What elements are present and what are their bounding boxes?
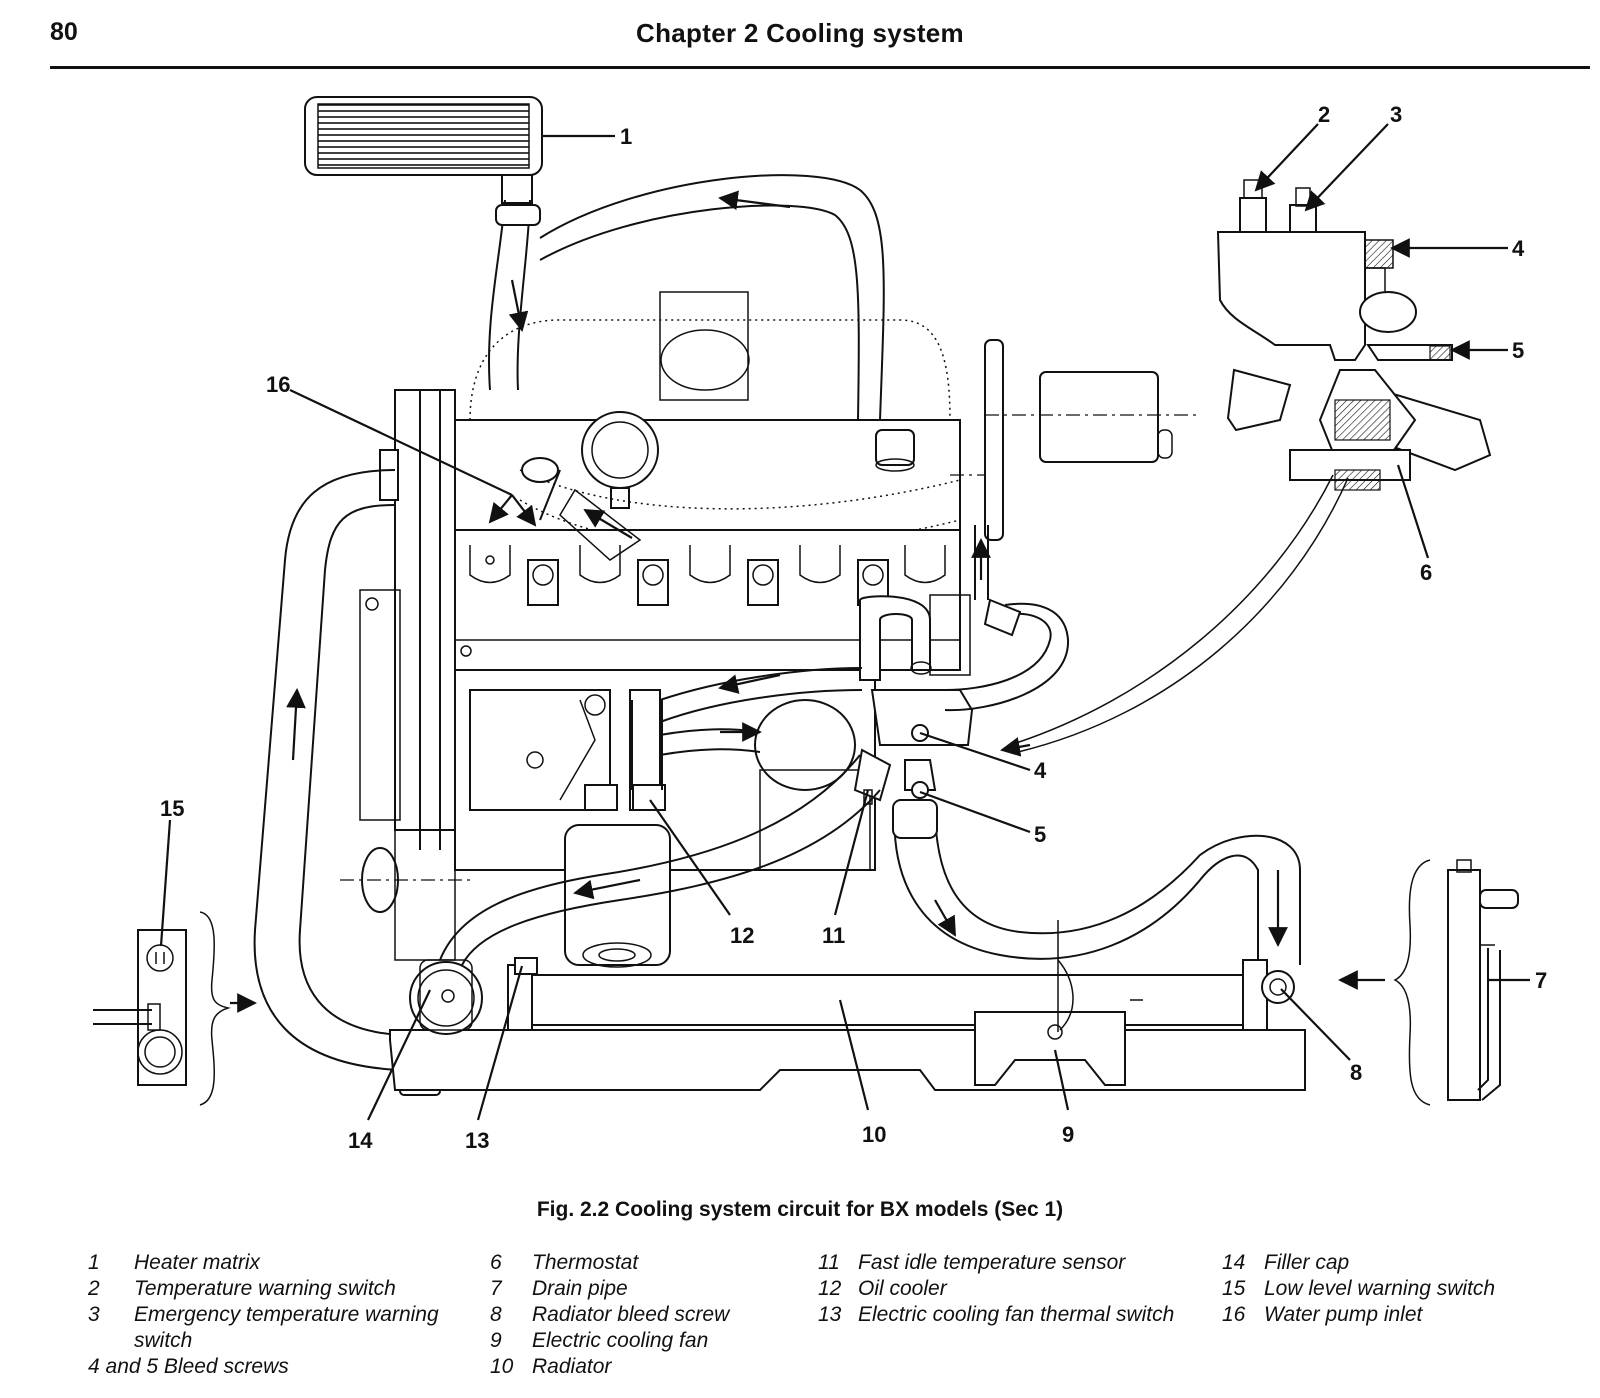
page-number: 80 bbox=[50, 18, 78, 46]
thermostat-detail bbox=[1000, 179, 1492, 757]
radiator bbox=[389, 957, 1306, 1091]
heater-matrix bbox=[304, 96, 543, 204]
legend-item: 4 and 5 Bleed screws bbox=[88, 1355, 289, 1378]
callout-14: 14 bbox=[348, 1128, 373, 1153]
engine-block bbox=[340, 291, 1200, 968]
callout-12: 12 bbox=[730, 923, 754, 948]
callout-5: 5 bbox=[1034, 822, 1046, 847]
chapter-title: Chapter 2 Cooling system bbox=[636, 18, 964, 48]
cooling-system-diagram: 1 2 3 4 5 6 16 4 5 11 12 15 7 8 14 13 10… bbox=[93, 96, 1547, 1153]
callout-15: 15 bbox=[160, 796, 184, 821]
heater-hoses bbox=[487, 174, 885, 421]
oil-cooler-hoses bbox=[584, 667, 863, 811]
callout-11: 11 bbox=[822, 923, 845, 948]
top-hose-to-radiator bbox=[892, 799, 1301, 965]
figure-caption: Fig. 2.2 Cooling system circuit for BX m… bbox=[536, 1198, 1064, 1221]
callout-4: 4 bbox=[1034, 758, 1047, 783]
thermostat-housing bbox=[853, 595, 974, 805]
header-rule bbox=[50, 66, 1590, 69]
drain-pipe-inset bbox=[1338, 859, 1519, 1106]
low-level-switch-inset bbox=[93, 911, 257, 1106]
callout-3: 3 bbox=[1390, 102, 1402, 127]
callout-13: 13 bbox=[465, 1128, 489, 1153]
callout-4-detail: 4 bbox=[1512, 236, 1525, 261]
callout-leaders bbox=[159, 123, 1530, 1121]
callout-6: 6 bbox=[1420, 560, 1432, 585]
callout-16: 16 bbox=[266, 372, 290, 397]
callout-2: 2 bbox=[1318, 102, 1330, 127]
callout-9: 9 bbox=[1062, 1122, 1074, 1147]
callout-1: 1 bbox=[620, 124, 632, 149]
callout-10: 10 bbox=[862, 1122, 886, 1147]
water-pump-inlet-arrows bbox=[488, 457, 642, 561]
callout-numbers: 1 2 3 4 5 6 16 4 5 11 12 15 7 8 14 13 10… bbox=[160, 102, 1547, 1153]
cooling-fan bbox=[974, 920, 1126, 1086]
callout-8: 8 bbox=[1350, 1060, 1362, 1085]
bottom-hose-to-filler bbox=[439, 754, 881, 966]
upper-bypass-hose bbox=[944, 525, 1070, 712]
callout-5-detail: 5 bbox=[1512, 338, 1524, 363]
callout-7: 7 bbox=[1535, 968, 1547, 993]
